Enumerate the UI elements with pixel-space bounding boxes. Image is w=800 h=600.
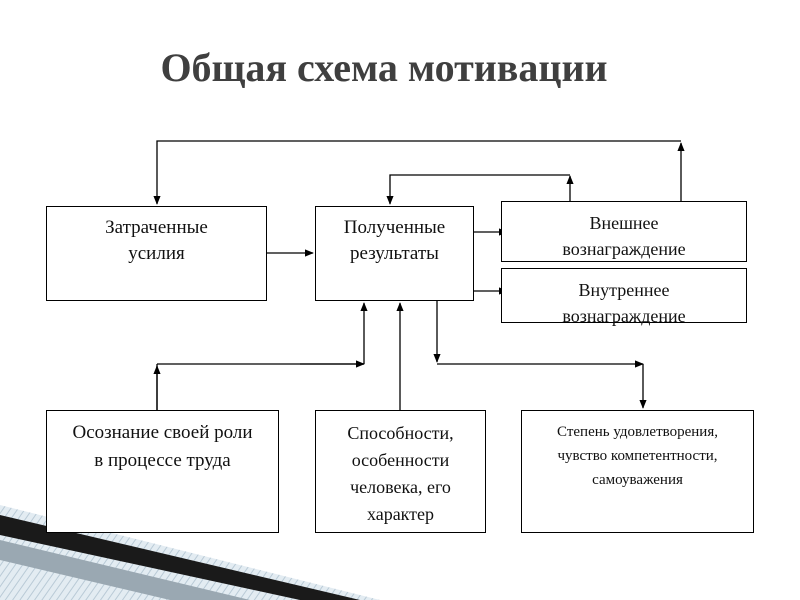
box-external-reward-line2: вознаграждение — [562, 239, 686, 259]
box-results: Полученные результаты — [315, 206, 474, 301]
box-abilities-line4: характер — [366, 504, 435, 524]
box-satisfaction: Степень удовлетворения, чувство компетен… — [521, 410, 754, 533]
box-internal-reward-line2: вознаграждение — [562, 306, 686, 326]
box-abilities-line3: человека, его — [350, 477, 451, 497]
line-top-loop — [153, 140, 681, 205]
box-role-awareness: Осознание своей роли в процессе труда — [46, 410, 279, 533]
box-internal-reward-line1: Внутреннее — [578, 280, 670, 300]
box-abilities: Способности, особенности человека, его х… — [315, 410, 486, 533]
line-mid-loop — [386, 174, 570, 205]
decor-stripe-dark — [0, 515, 360, 600]
box-internal-reward: Внутреннее вознаграждение — [501, 268, 747, 326]
box-abilities-line1: Способности, — [347, 423, 454, 443]
box-role-awareness-line1: Осознание своей роли — [72, 422, 253, 443]
box-external-reward: Внешнее вознаграждение — [501, 201, 747, 262]
box-spent-effort-line2: усилия — [128, 243, 185, 264]
box-satisfaction-line1: Степень удовлетворения, — [557, 424, 718, 440]
box-role-awareness-line2: в процессе труда — [94, 450, 231, 471]
box-satisfaction-line2: чувство компетентности, — [557, 448, 718, 464]
slide-title: Общая схема мотивации — [160, 45, 608, 90]
box-spent-effort-line1: Затраченные — [105, 217, 208, 238]
box-satisfaction-line3: самоуважения — [592, 472, 683, 488]
box-abilities-line2: особенности — [351, 450, 450, 470]
box-results-line1: Полученные — [343, 217, 446, 238]
box-results-line2: результаты — [350, 243, 439, 264]
decor-stripe-gray — [0, 540, 250, 600]
box-spent-effort: Затраченные усилия — [46, 206, 267, 301]
box-external-reward-line1: Внешнее — [589, 213, 659, 233]
